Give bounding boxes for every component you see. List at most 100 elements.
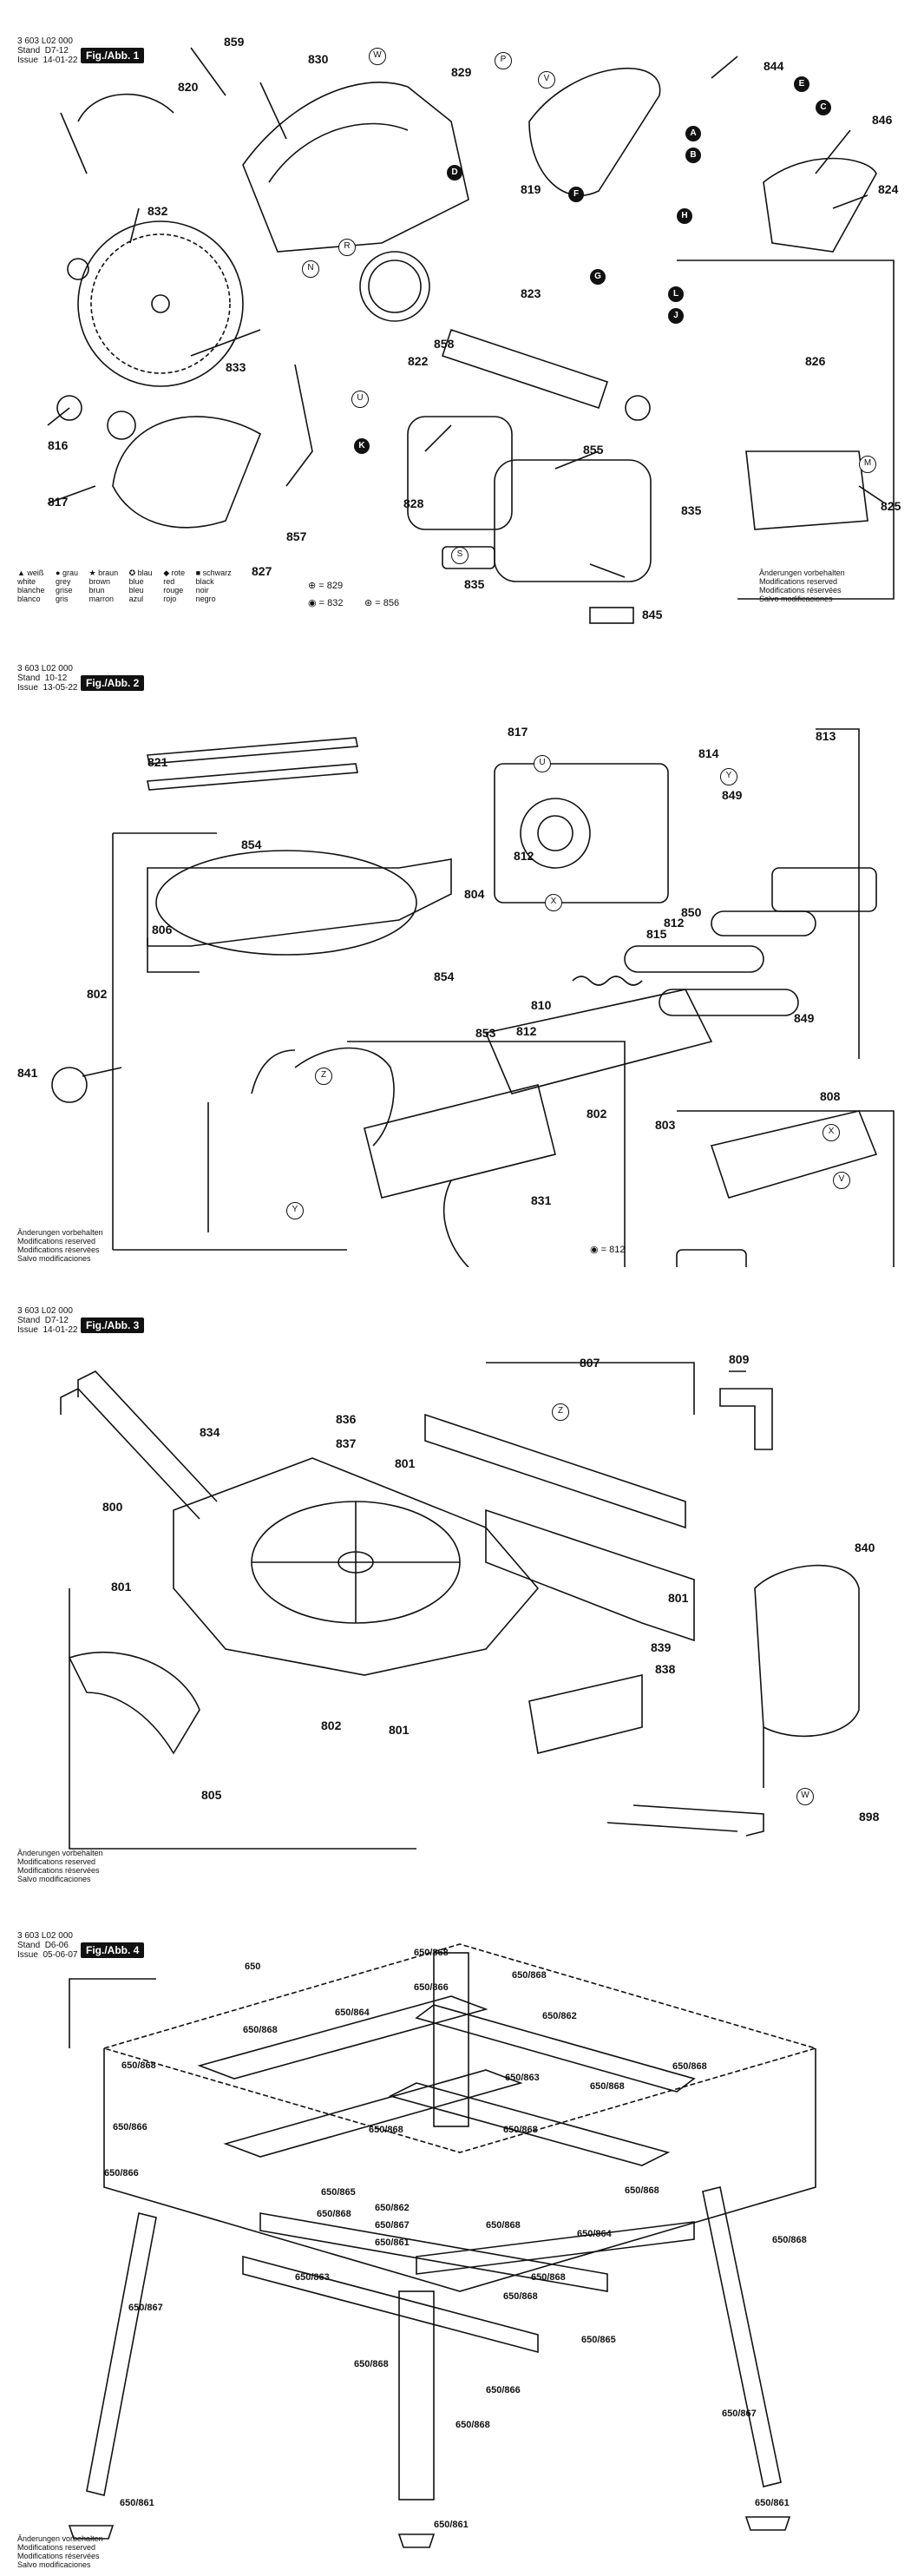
fig1-ring-s: S	[451, 547, 469, 564]
fig4-stand-info: 3 603 L02 000 Stand D6-06 Issue 05-06-07	[17, 1931, 78, 1960]
fig2-ring-v: V	[833, 1172, 850, 1189]
fig2-callout-854b: 854	[434, 969, 455, 983]
fig2-callout-812b: 812	[664, 916, 685, 930]
fig4-callout-11: 650/866	[113, 2122, 147, 2132]
fig2-stand-info: 3 603 L02 000 Stand 10-12 Issue 13-05-22	[17, 664, 78, 693]
fig3-callout-801b: 801	[111, 1580, 132, 1594]
fig1-callout-835b: 835	[464, 577, 485, 591]
fig2-callout-853: 853	[475, 1026, 496, 1040]
fig1-ring-m: M	[859, 456, 876, 473]
fig4-callout-10: 650/868	[590, 2081, 625, 2092]
fig4-callout-18: 650/868	[317, 2209, 351, 2219]
legend-blue: ✪ blau blue bleu azul	[128, 568, 153, 603]
fig4-callout-4: 650/864	[335, 2008, 370, 2018]
fig4-callout-0: 650/868	[414, 1948, 449, 1958]
fig3-callout-801c: 801	[668, 1591, 689, 1605]
fig4-callout-21: 650/864	[577, 2229, 612, 2239]
fig1-modifications-note: Änderungen vorbehalten Modifications res…	[759, 568, 845, 603]
fig4-callout-27: 650/865	[581, 2335, 616, 2345]
fig4-exploded-drawing	[68, 1943, 818, 2548]
legend-brown: ★ braun brown brun marron	[88, 568, 119, 603]
fig1-tag: Fig./Abb. 1	[81, 48, 145, 63]
fig2-callout-831: 831	[531, 1193, 552, 1207]
fig4-callout-31: 650/868	[456, 2420, 490, 2430]
fig4-callout-17: 650/868	[625, 2185, 659, 2196]
fig3-exploded-drawing	[60, 1362, 860, 1850]
fig1-callout-844: 844	[764, 59, 784, 73]
fig1-callout-824: 824	[878, 182, 899, 196]
fig1-eq-832: ◉ = 832	[308, 598, 344, 608]
fig1-ring-v: V	[538, 71, 555, 89]
fig1-eq-829: ⊕ = 829	[308, 581, 344, 591]
fig1-badge-j: J	[668, 308, 684, 324]
fig2-ring-x: X	[545, 894, 562, 911]
fig4-callout-30: 650/866	[486, 2385, 521, 2395]
fig4-callout-24: 650/868	[531, 2272, 566, 2283]
fig2-callout-812: 812	[514, 849, 534, 863]
fig3-callout-898: 898	[859, 1810, 880, 1824]
fig1-ring-p: P	[495, 52, 512, 69]
fig3-callout-802: 802	[321, 1718, 342, 1732]
fig4-callout-16: 650/862	[375, 2203, 410, 2213]
fig2-callout-854: 854	[241, 838, 262, 851]
fig2-callout-812c: 812	[516, 1024, 537, 1038]
fig1-callout-833: 833	[226, 360, 246, 374]
fig2-callout-813: 813	[816, 729, 836, 743]
fig4-callout-34: 650/861	[755, 2498, 790, 2508]
fig1-callout-822: 822	[408, 354, 429, 368]
fig4-callout-12: 650/868	[369, 2125, 403, 2135]
fig1-callout-826: 826	[805, 354, 826, 368]
fig4-callout-25: 650/868	[772, 2235, 807, 2245]
fig1-callout-825: 825	[881, 499, 901, 513]
fig1-callout-827: 827	[252, 564, 272, 578]
fig3-ring-z: Z	[552, 1403, 569, 1421]
fig4-callout-26: 650/868	[503, 2291, 538, 2302]
fig1-exploded-drawing	[47, 47, 895, 624]
fig4-callout-1: 650/868	[512, 1970, 547, 1981]
fig3-callout-807: 807	[580, 1356, 600, 1370]
fig3-callout-809: 809	[729, 1352, 750, 1366]
fig2-ring-y: Y	[720, 768, 737, 785]
fig2-exploded-drawing	[51, 728, 895, 1267]
fig4-callout-20: 650/867	[375, 2220, 410, 2231]
fig3-callout-837: 837	[336, 1436, 357, 1450]
figure-3-panel: 3 603 L02 000 Stand D7-12 Issue 14-01-22…	[0, 1302, 911, 1892]
fig2-callout-850: 850	[681, 905, 702, 919]
fig1-badge-a: A	[685, 126, 701, 141]
fig4-callout-22: 650/861	[375, 2238, 410, 2248]
fig2-callout-821: 821	[147, 755, 168, 769]
fig1-badge-b: B	[685, 148, 701, 163]
fig1-callout-857: 857	[286, 529, 307, 543]
fig4-callout-23: 650/863	[295, 2272, 330, 2283]
fig4-callout-32: 650/867	[722, 2408, 757, 2419]
fig2-modifications-note: Änderungen vorbehalten Modifications res…	[17, 1228, 103, 1263]
legend-black: ■ schwarz black noir negro	[195, 568, 232, 603]
figure-1-panel: 3 603 L02 000 Stand D7-12 Issue 14-01-22…	[0, 0, 911, 634]
fig1-callout-829: 829	[451, 65, 472, 79]
fig3-callout-840: 840	[855, 1541, 875, 1554]
fig4-callout-29: 650/868	[354, 2359, 389, 2369]
fig1-callout-819: 819	[521, 182, 541, 196]
fig4-callout-3: 650/866	[414, 1982, 449, 1993]
fig4-callout-2: 650	[245, 1962, 261, 1972]
fig2-callout-804: 804	[464, 887, 485, 901]
fig2-callout-841: 841	[17, 1066, 38, 1080]
fig2-eq-812: ◉ = 812	[590, 1245, 626, 1255]
fig2-callout-803: 803	[655, 1118, 676, 1132]
fig3-callout-801: 801	[395, 1456, 416, 1470]
fig1-stand-info: 3 603 L02 000 Stand D7-12 Issue 14-01-22	[17, 36, 78, 65]
fig3-callout-834: 834	[200, 1425, 220, 1439]
fig2-callout-815: 815	[646, 927, 667, 941]
fig1-callout-823: 823	[521, 286, 541, 300]
fig2-callout-808: 808	[820, 1089, 841, 1103]
fig4-callout-9: 650/863	[505, 2073, 540, 2083]
fig2-callout-810: 810	[531, 998, 552, 1012]
fig4-callout-33: 650/861	[120, 2498, 154, 2508]
legend-red: ◆ rote red rouge rojo	[163, 568, 186, 603]
fig1-callout-820: 820	[178, 80, 199, 94]
fig4-callout-19: 650/868	[486, 2220, 521, 2231]
fig2-tag: Fig./Abb. 2	[81, 675, 145, 691]
fig1-color-legend: ▲ weiß white blanche blanco ● grau grey …	[17, 568, 240, 603]
fig2-ring-x2: X	[823, 1124, 840, 1141]
fig1-badge-e: E	[794, 76, 809, 92]
